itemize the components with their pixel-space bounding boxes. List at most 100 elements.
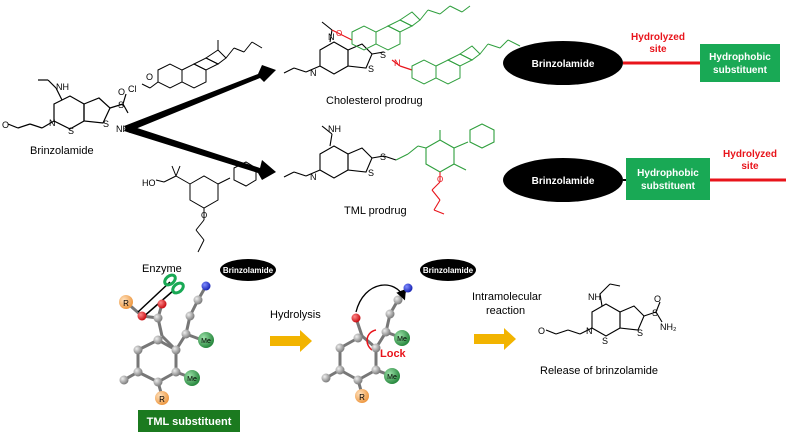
intramolecular-label-line1: Intramolecular: [472, 291, 542, 303]
scheme-bottom-site-line1: Hydrolyzed: [723, 149, 777, 160]
brinz-so2-label: S: [118, 100, 124, 110]
release-label: Release of brinzolamide: [540, 365, 658, 377]
me-label-1: Me: [201, 338, 211, 345]
carbon-ball-4: [171, 367, 181, 377]
tml-prodrug-o-label: O: [437, 175, 443, 184]
brinzolamide-label: Brinzolamide: [30, 145, 94, 157]
brinz-o-label: O: [118, 87, 125, 97]
scheme-bottom-sub-line1: Hydrophobic: [637, 168, 699, 179]
scheme-bottom-drug-label: Brinzolamide: [532, 176, 595, 187]
brinzolamide-badge-2: [420, 259, 476, 281]
scheme-top-sub-line2: substituent: [713, 65, 768, 76]
carbon-ball-18: [321, 373, 331, 383]
scheme-top-site-line1: Hydrolyzed: [631, 32, 685, 43]
released-s-ring-label: S: [602, 336, 608, 346]
carbon-ball-11: [193, 295, 203, 305]
chol-prodrug-s-label: S: [368, 64, 374, 74]
tml-acid-structure: [155, 161, 257, 253]
oxygen-ball-3: [351, 313, 361, 323]
chol-prodrug-n-label: N: [328, 32, 335, 42]
scheme-top-sub-line1: Hydrophobic: [709, 52, 771, 63]
chol-prodrug-n2-label: N: [310, 68, 317, 78]
scheme-top-substituent-box: [700, 44, 780, 82]
tml-substituent-label: TML substituent: [147, 416, 232, 428]
hydrolysis-label: Hydrolysis: [270, 309, 321, 321]
scheme-top-drug-oval: [503, 41, 623, 85]
released-n-label: N: [586, 326, 593, 336]
carbon-ball-5: [153, 377, 163, 387]
cholesterol-prodrug-label: Cholesterol prodrug: [326, 95, 423, 107]
r-atom-label-1: R: [123, 299, 129, 308]
carbon-ball-6: [133, 367, 143, 377]
me-label-2: Me: [187, 376, 197, 383]
chol-prodrug-s2-label: S: [380, 50, 386, 60]
tml-prodrug-n-label: N: [310, 172, 317, 182]
scheme-top-drug-label: Brinzolamide: [532, 59, 595, 70]
released-s-thio-label: S: [637, 328, 643, 338]
tml-prodrug-green: [395, 123, 495, 173]
tml-substituent-box: [138, 410, 240, 432]
r-atom-ball-3: [355, 389, 369, 403]
scheme-bottom-site-line2: site: [741, 161, 759, 172]
oxygen-ball-1: [137, 311, 147, 321]
released-nh2-label: NH₂: [660, 322, 677, 332]
released-meo-label: O: [538, 326, 545, 336]
carbon-ball-17: [335, 343, 345, 353]
arrow-to-cholesterol-prodrug: [124, 65, 276, 132]
tml-prodrug-s-label: S: [368, 168, 374, 178]
scheme-bottom-substituent-box: [626, 158, 710, 200]
brinz-meo-label: O: [2, 120, 9, 130]
chol-prodrug-o-label: O: [336, 29, 342, 38]
carbon-ball-20: [385, 309, 395, 319]
brinz-nh-label: NH: [56, 82, 69, 92]
carbon-ball-1: [153, 313, 163, 323]
carbon-ball-10: [185, 311, 195, 321]
brinzolamide-badge-1-label: Brinzolamide: [223, 266, 274, 275]
r-atom-label-3: R: [359, 393, 365, 402]
hydrolysis-arrow: [270, 330, 312, 352]
tml-prodrug-core: [283, 125, 397, 179]
released-so2-label: S: [652, 308, 658, 318]
me-ball-2: [184, 370, 200, 386]
tml-ho-label: HO: [142, 178, 156, 188]
cholesterol-prodrug-core: [283, 21, 385, 75]
chol-prodrug-n3-label: N: [394, 58, 401, 68]
released-o-label: O: [654, 294, 661, 304]
carbon-ball-8: [119, 375, 129, 385]
carbon-ball-9: [181, 329, 191, 339]
lock-arrow: [366, 329, 377, 351]
brinz-n-label: N: [49, 118, 56, 128]
intramolecular-arrow: [474, 328, 516, 350]
cholesterol-green-1: [351, 5, 471, 51]
carbon-ball-16: [335, 365, 345, 375]
arrow-to-tml-prodrug: [124, 125, 276, 180]
carbon-ball-2: [153, 335, 163, 345]
me-ball-1: [198, 332, 214, 348]
cholesteryl-chloroformate-structure: [141, 40, 263, 89]
enzyme-label: Enzyme: [142, 263, 182, 275]
tml-prodrug-s2-label: S: [380, 152, 386, 162]
reagent-o-label: O: [146, 72, 153, 82]
carbon-ball-12: [353, 333, 363, 343]
tml-prodrug-label: TML prodrug: [344, 205, 407, 217]
carbon-ball-14: [371, 365, 381, 375]
brinzolamide-structure: [7, 79, 129, 130]
reagent-cl-label: Cl: [128, 84, 137, 94]
me-ball-4: [384, 368, 400, 384]
r-atom-ball-1: [119, 295, 133, 309]
scheme-bottom-sub-line2: substituent: [641, 181, 696, 192]
carbon-ball-19: [381, 327, 391, 337]
tml-o-label: O: [201, 211, 207, 220]
carbon-ball-3: [171, 345, 181, 355]
me-label-4: Me: [387, 374, 397, 381]
scheme-top-site-line2: site: [649, 44, 667, 55]
cholesterol-prodrug-red-linkers: [331, 29, 413, 71]
intramolecular-attack-arrow: [355, 284, 406, 313]
lock-label: Lock: [380, 348, 407, 360]
brinzolamide-badge-1: [220, 259, 276, 281]
me-ball-3: [394, 330, 410, 346]
brinz-s-thio-label: S: [103, 119, 109, 129]
me-label-3: Me: [397, 336, 407, 343]
carbon-ball-7: [133, 345, 143, 355]
